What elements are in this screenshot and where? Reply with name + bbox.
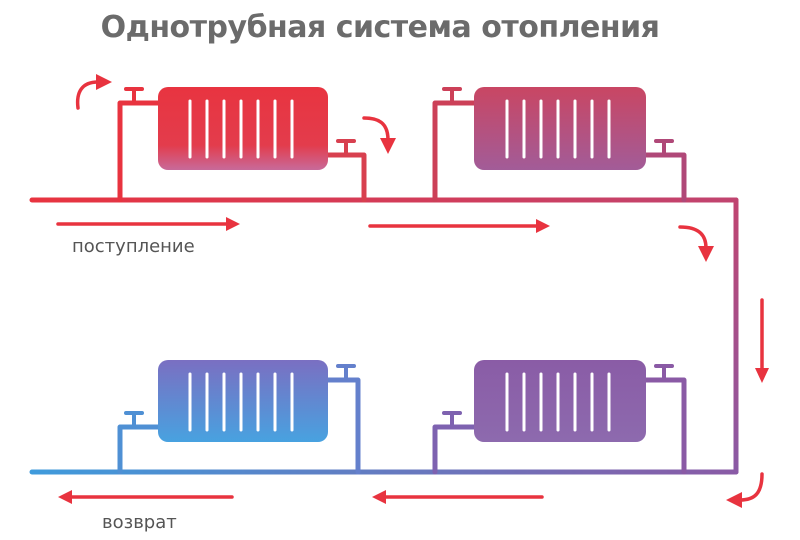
curved-arrow-icon [75,74,112,110]
valve-icon [654,139,674,157]
radiator-fins [505,372,611,432]
valve-icon [442,87,462,105]
radiator-4-outlet-pipe [325,377,361,475]
supply-label: поступление [72,236,195,257]
curved-arrow-icon [726,472,764,508]
radiator-fins [188,372,294,432]
valves [124,87,674,429]
valve-icon [442,411,462,429]
valve-icon [336,139,356,157]
radiator-4 [158,360,328,442]
pipe-network [29,100,739,475]
diagram-title: Однотрубная система отопления [100,10,660,45]
arrow-right-icon [56,217,240,231]
valve-icon [336,364,356,382]
radiator-2-inlet-pipe [432,100,479,203]
radiator-2 [474,87,646,170]
radiator-3-inlet-pipe [432,424,479,475]
flow-arrows [56,74,769,508]
radiator-fins [505,99,611,159]
valve-icon [654,364,674,382]
radiator-4-inlet-pipe [117,424,163,475]
radiator-fins [188,99,294,159]
radiator-1 [158,87,328,170]
curved-arrow-icon [678,225,714,262]
valve-icon [124,87,144,105]
arrow-left-icon [372,490,544,504]
arrow-down-icon [755,298,769,383]
radiator-1-inlet-pipe [117,100,163,203]
return-label: возврат [102,512,177,533]
radiator-3 [474,360,646,442]
radiator-3-outlet-pipe [643,377,687,475]
curved-arrow-icon [362,116,396,154]
radiator-2-outlet-pipe [643,152,687,203]
radiator-1-outlet-pipe [325,152,367,203]
valve-icon [124,411,144,429]
arrow-left-icon [58,490,234,504]
arrow-right-icon [368,219,550,233]
